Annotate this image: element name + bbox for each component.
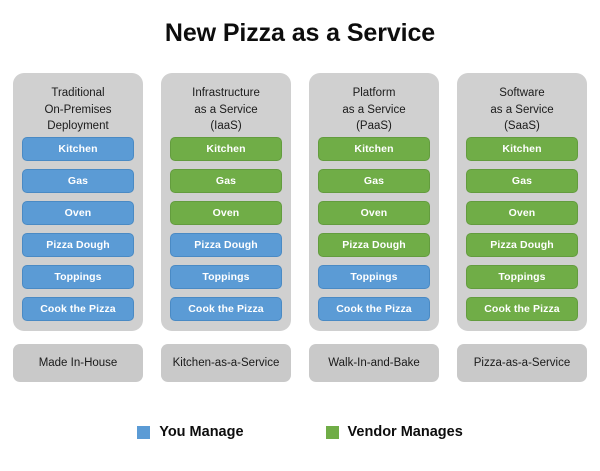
responsibility-item[interactable]: Pizza Dough xyxy=(466,233,578,257)
responsibility-item[interactable]: Kitchen xyxy=(170,137,282,161)
legend: You Manage Vendor Manages xyxy=(0,424,600,440)
legend-label: You Manage xyxy=(159,424,244,440)
responsibility-item[interactable]: Cook the Pizza xyxy=(318,297,430,321)
responsibility-item[interactable]: Gas xyxy=(170,169,282,193)
responsibility-item[interactable]: Kitchen xyxy=(22,137,134,161)
responsibility-item[interactable]: Oven xyxy=(170,201,282,225)
service-card-title-line: On-Premises xyxy=(44,103,112,116)
service-card-footer-label: Made In-House xyxy=(13,344,143,382)
responsibility-item[interactable]: Cook the Pizza xyxy=(170,297,282,321)
service-card-title-line: Traditional xyxy=(51,87,105,99)
legend-item: Vendor Manages xyxy=(325,424,463,440)
responsibility-item[interactable]: Cook the Pizza xyxy=(22,297,134,321)
responsibility-item[interactable]: Oven xyxy=(22,201,134,225)
responsibility-item[interactable]: Pizza Dough xyxy=(170,233,282,257)
service-card-footer-label: Pizza-as-a-Service xyxy=(457,344,587,382)
legend-item: You Manage xyxy=(137,424,244,440)
service-card-title-line: Deployment xyxy=(47,120,109,132)
service-card-title-line: as a Service xyxy=(490,103,554,116)
responsibility-item[interactable]: Gas xyxy=(318,169,430,193)
legend-swatch-vendor xyxy=(325,425,339,439)
service-card-title-line: Software xyxy=(499,87,545,99)
responsibility-item[interactable]: Toppings xyxy=(318,265,430,289)
service-card-footer-label: Kitchen-as-a-Service xyxy=(161,344,291,382)
responsibility-item[interactable]: Toppings xyxy=(466,265,578,289)
service-card-title-line: Infrastructure xyxy=(192,87,260,99)
service-card-title-line: (SaaS) xyxy=(504,120,540,132)
service-card-title-line: (PaaS) xyxy=(356,120,392,132)
responsibility-item[interactable]: Toppings xyxy=(22,265,134,289)
responsibility-item[interactable]: Cook the Pizza xyxy=(466,297,578,321)
service-card-title: Platform as a Service (PaaS) xyxy=(338,85,409,135)
service-card-title-line: as a Service xyxy=(194,103,258,116)
responsibility-item[interactable]: Gas xyxy=(22,169,134,193)
responsibility-item[interactable]: Oven xyxy=(466,201,578,225)
service-card-title-line: (IaaS) xyxy=(210,120,242,132)
service-card-footer-label: Walk-In-and-Bake xyxy=(309,344,439,382)
responsibility-item[interactable]: Kitchen xyxy=(318,137,430,161)
legend-label: Vendor Manages xyxy=(347,424,463,440)
service-card-title: Software as a Service (SaaS) xyxy=(486,85,557,135)
service-card-title-line: as a Service xyxy=(342,103,406,116)
service-card-title: Infrastructure as a Service (IaaS) xyxy=(188,85,264,135)
responsibility-item[interactable]: Gas xyxy=(466,169,578,193)
service-card-title-line: Platform xyxy=(352,87,396,99)
responsibility-item[interactable]: Pizza Dough xyxy=(318,233,430,257)
legend-swatch-you xyxy=(137,425,151,439)
page-title: New Pizza as a Service xyxy=(164,19,436,47)
responsibility-item[interactable]: Pizza Dough xyxy=(22,233,134,257)
responsibility-item[interactable]: Kitchen xyxy=(466,137,578,161)
responsibility-item[interactable]: Toppings xyxy=(170,265,282,289)
responsibility-item[interactable]: Oven xyxy=(318,201,430,225)
